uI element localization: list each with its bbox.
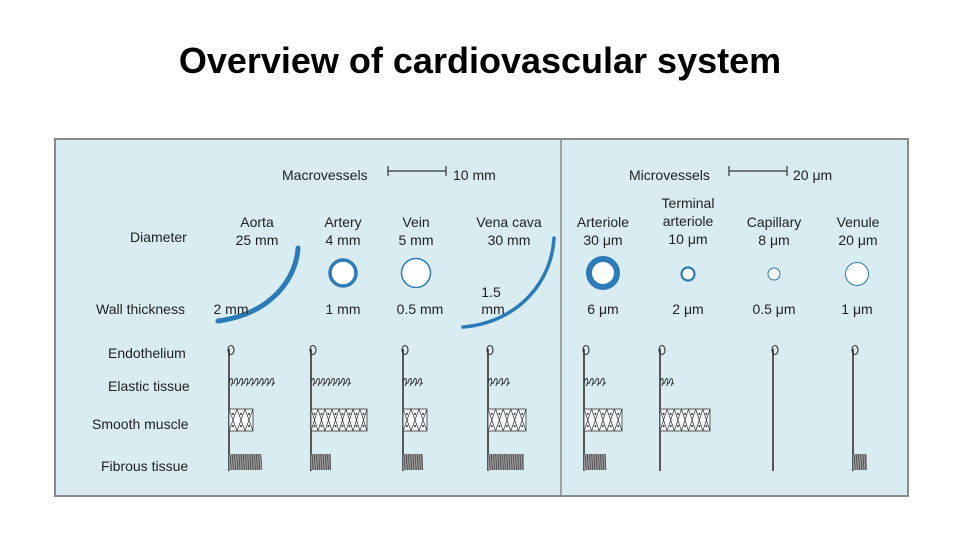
fibrous-tissue-aorta	[229, 453, 263, 471]
smooth-muscle-arteriole	[583, 408, 623, 432]
elastic-tissue-vein	[402, 378, 424, 387]
figure-panel	[54, 138, 909, 497]
slide-title: Overview of cardiovascular system	[178, 40, 782, 81]
endothelium-cell-capillary	[771, 344, 779, 356]
vessel-name-terminal: Terminal	[662, 195, 715, 211]
vessel-name-venule: Venule	[837, 214, 880, 230]
vessel-name-vena-cava: Vena cava	[476, 214, 542, 230]
elastic-tissue-artery	[310, 378, 352, 387]
micro-scale-bar	[728, 166, 788, 176]
wall-vena-cava-value: 1.5	[481, 284, 501, 300]
smooth-muscle-vena-cava	[487, 408, 527, 432]
wall-vein: 0.5 mm	[397, 301, 444, 317]
row-label-smooth-muscle: Smooth muscle	[92, 416, 189, 432]
diameter-aorta: 25 mm	[236, 232, 279, 248]
smooth-muscle-vein	[402, 408, 428, 432]
wall-layer-diagrams	[227, 344, 867, 471]
layers-vena-cava	[486, 344, 527, 471]
vessel-name-capillary: Capillary	[747, 214, 801, 230]
diameter-arteriole: 30 μm	[583, 232, 622, 248]
endothelium-cell-artery	[309, 344, 317, 356]
endothelium-cell-aorta	[227, 344, 235, 356]
wall-venule: 1 μm	[841, 301, 872, 317]
layers-arteriole	[582, 344, 623, 471]
fibrous-tissue-venule	[853, 453, 867, 471]
elastic-tissue-aorta	[228, 378, 276, 387]
diameter-artery: 4 mm	[326, 232, 361, 248]
layers-artery	[309, 344, 368, 471]
aorta-wall-arc	[215, 245, 301, 324]
wall-artery: 1 mm	[326, 301, 361, 317]
smooth-muscle-aorta	[228, 408, 254, 432]
diameter-vein: 5 mm	[399, 232, 434, 248]
fibrous-tissue-artery	[311, 453, 332, 471]
micro-scale-value: 20 μm	[793, 167, 832, 183]
endothelium-cell-venule	[851, 344, 859, 356]
row-label-elastic-tissue: Elastic tissue	[108, 378, 190, 394]
elastic-tissue-terminal-arteriole	[659, 378, 675, 387]
diameter-terminal-arteriole: 10 μm	[668, 231, 707, 247]
smooth-muscle-artery	[310, 408, 368, 432]
vessel-name-vein: Vein	[402, 214, 429, 230]
wall-capillary: 0.5 μm	[752, 301, 795, 317]
wall-vena-cava-unit: mm	[481, 301, 504, 317]
layers-venule	[851, 344, 867, 471]
wall-arteriole: 6 μm	[587, 301, 618, 317]
diameter-capillary: 8 μm	[758, 232, 789, 248]
macro-scale-bar	[387, 166, 447, 176]
microvessels-label: Microvessels	[629, 167, 710, 183]
macrovessels-label: Macrovessels	[282, 167, 368, 183]
row-label-fibrous-tissue: Fibrous tissue	[101, 458, 188, 474]
layers-terminal-arteriole	[658, 344, 711, 471]
macro-scale-value: 10 mm	[453, 167, 496, 183]
vessel-name-artery: Artery	[324, 214, 361, 230]
elastic-tissue-arteriole	[583, 378, 607, 387]
wall-aorta: 2 mm	[214, 301, 249, 317]
endothelium-cell-vein	[401, 344, 409, 356]
capillary-cross-section	[767, 267, 781, 281]
smooth-muscle-terminal-arteriole	[659, 408, 711, 432]
wall-terminal-arteriole: 2 μm	[672, 301, 703, 317]
layers-aorta	[227, 344, 276, 471]
vessel-name-arteriole: Arteriole	[577, 214, 629, 230]
artery-cross-section	[328, 258, 358, 288]
elastic-tissue-vena-cava	[487, 378, 511, 387]
endothelium-cell-vena-cava	[486, 344, 494, 356]
endothelium-cell-terminal-arteriole	[658, 344, 666, 356]
layers-capillary	[771, 344, 779, 471]
fibrous-tissue-vena-cava	[488, 453, 524, 471]
row-label-diameter: Diameter	[130, 229, 187, 245]
endothelium-cell-arteriole	[582, 344, 590, 356]
layers-vein	[401, 344, 428, 471]
vein-cross-section	[400, 257, 432, 289]
vessel-name-aorta: Aorta	[240, 214, 274, 230]
row-label-endothelium: Endothelium	[108, 345, 186, 361]
fibrous-tissue-arteriole	[584, 453, 607, 471]
diameter-venule: 20 μm	[838, 232, 877, 248]
vessel-name-arteriole-2: arteriole	[663, 213, 714, 229]
row-label-wall-thickness: Wall thickness	[96, 301, 185, 317]
terminal-arteriole-cross-section	[680, 266, 696, 282]
diameter-vena-cava: 30 mm	[488, 232, 531, 248]
venule-cross-section	[845, 262, 869, 286]
vena-cava-wall-arc	[461, 236, 556, 329]
fibrous-tissue-vein	[403, 453, 424, 471]
arteriole-cross-section	[586, 256, 620, 290]
